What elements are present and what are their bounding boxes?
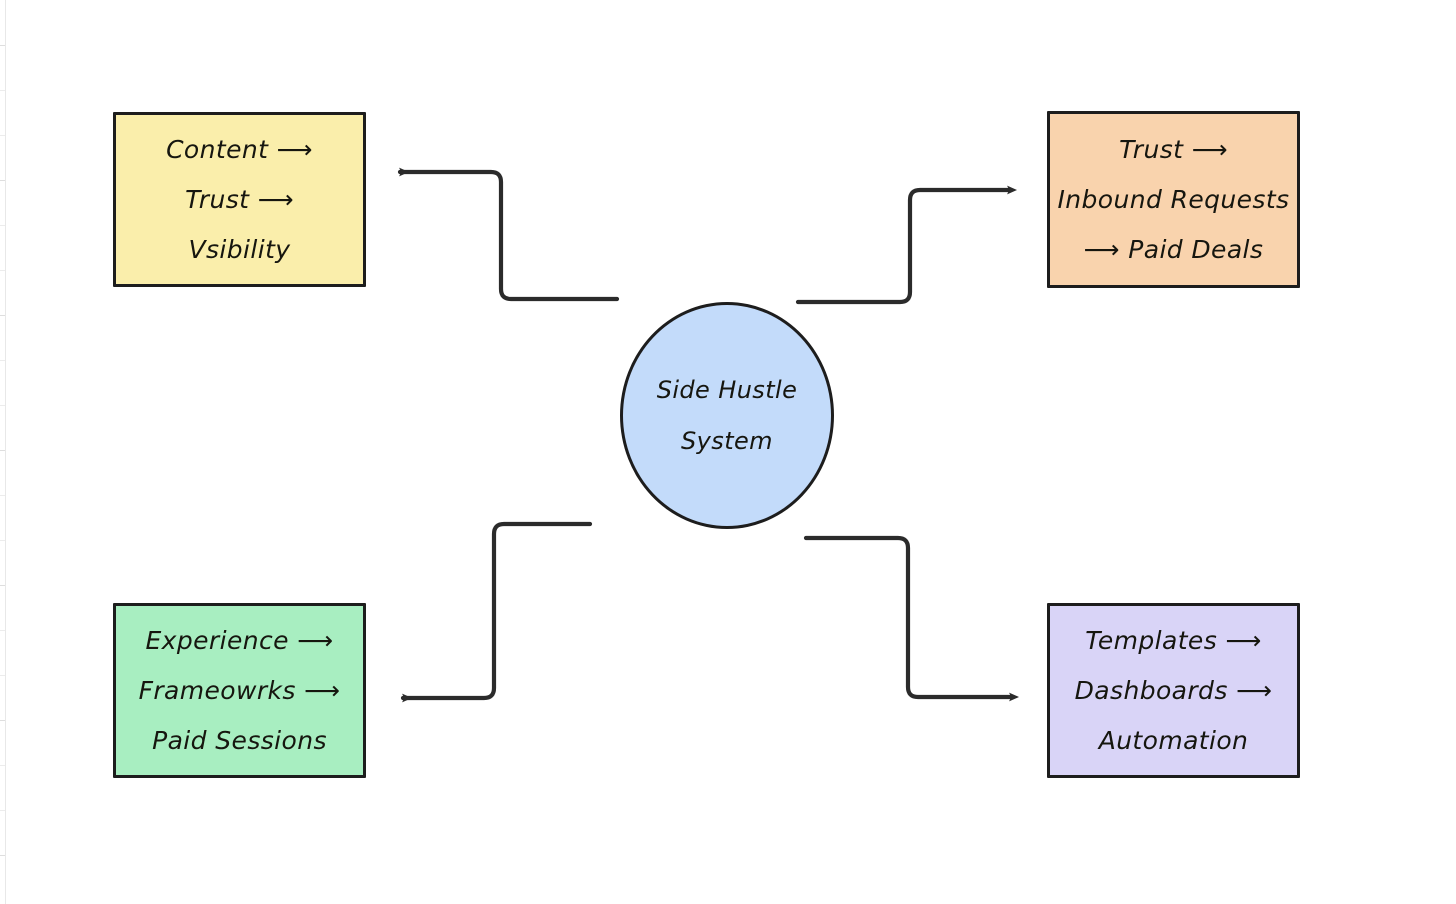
canvas-gutter-tick <box>0 270 5 271</box>
canvas-gutter-tick <box>0 495 5 496</box>
connector-center-to-top-left <box>397 167 620 302</box>
node-line: Templates ⟶ <box>1085 625 1262 655</box>
canvas-gutter-tick <box>0 360 5 361</box>
canvas-gutter-tick <box>0 180 5 181</box>
node-line: Vsibility <box>188 234 291 264</box>
node-line: Trust ⟶ <box>1119 134 1228 164</box>
canvas-gutter-tick <box>0 135 5 136</box>
node-line: Experience ⟶ <box>145 625 334 655</box>
canvas-gutter-tick <box>0 765 5 766</box>
node-line: Side Hustle <box>656 375 798 404</box>
connector-center-to-top-right <box>795 185 1018 305</box>
canvas-gutter-tick <box>0 405 5 406</box>
node-line: Trust ⟶ <box>185 184 294 214</box>
canvas-gutter-tick <box>0 855 5 856</box>
canvas-gutter-tick <box>0 315 5 316</box>
node-line: ⟶ Paid Deals <box>1083 234 1264 264</box>
canvas-left-rule <box>5 0 6 904</box>
node-side-hustle-system[interactable]: Side Hustle System <box>620 302 834 529</box>
connector-center-to-bottom-right <box>803 535 1020 702</box>
node-content-trust-visibility[interactable]: Content ⟶ Trust ⟶ Vsibility <box>113 112 366 287</box>
node-trust-inbound-paid-deals[interactable]: Trust ⟶ Inbound Requests ⟶ Paid Deals <box>1047 111 1300 288</box>
canvas-gutter-tick <box>0 810 5 811</box>
canvas-gutter-tick <box>0 675 5 676</box>
node-line: Dashboards ⟶ <box>1074 675 1273 705</box>
node-line: Inbound Requests <box>1057 184 1290 214</box>
canvas-gutter-tick <box>0 585 5 586</box>
node-experience-frameworks-paid-sessions[interactable]: Experience ⟶ Frameowrks ⟶ Paid Sessions <box>113 603 366 778</box>
node-line: Frameowrks ⟶ <box>138 675 341 705</box>
canvas-gutter-tick <box>0 630 5 631</box>
node-line: Paid Sessions <box>152 725 327 755</box>
canvas-gutter-tick <box>0 720 5 721</box>
canvas-gutter-tick <box>0 90 5 91</box>
canvas-gutter-tick <box>0 45 5 46</box>
node-line: Content ⟶ <box>166 134 313 164</box>
connector-center-to-bottom-left <box>400 521 593 703</box>
canvas-gutter-tick <box>0 450 5 451</box>
node-line: System <box>681 426 773 455</box>
node-line: Automation <box>1098 725 1249 755</box>
canvas-gutter-tick <box>0 225 5 226</box>
node-templates-dashboards-automation[interactable]: Templates ⟶ Dashboards ⟶ Automation <box>1047 603 1300 778</box>
canvas-gutter-tick <box>0 540 5 541</box>
